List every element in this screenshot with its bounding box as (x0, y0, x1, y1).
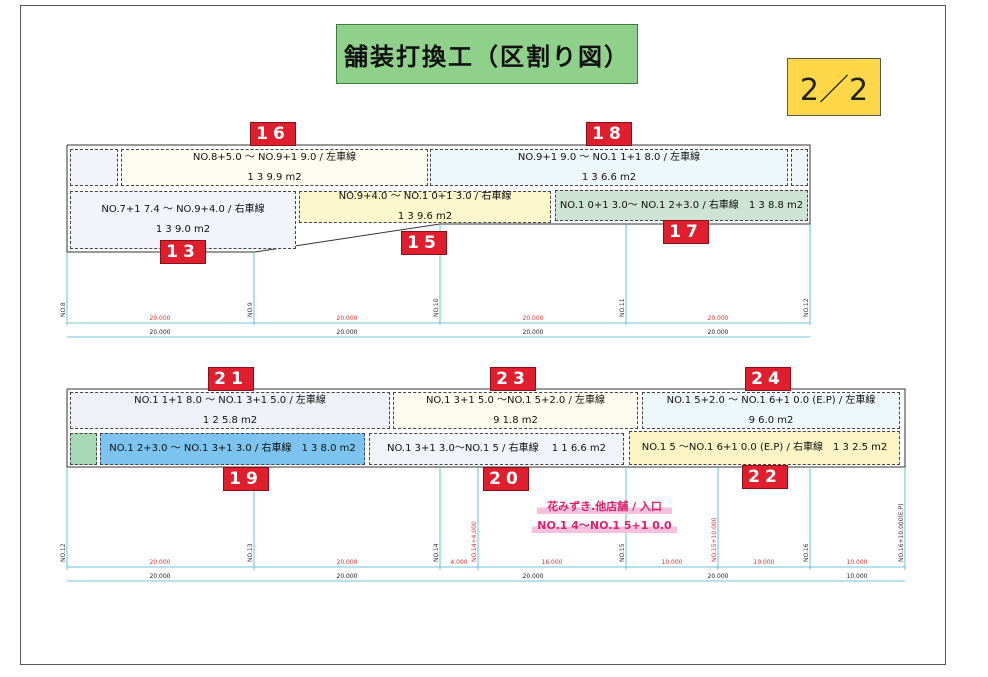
area-20-line1: NO.1 3+1 3.0～NO.1 5 / 右車線 1 1 6.6 m2 (386, 443, 607, 454)
area-23[interactable]: NO.1 3+1 5.0 ～NO.1 5+2.0 / 左車線 9 1.8 m2 (393, 392, 638, 429)
dim-label: 20.000 (149, 315, 171, 322)
badge-15: 15 (401, 231, 447, 255)
entrance-note-line2: NO.1 4～NO.1 5+1 0.0 (532, 517, 677, 533)
station-label: NO.9 (247, 302, 254, 317)
dim-label: 20.000 (707, 573, 729, 580)
station-label: NO.16 (803, 543, 810, 562)
dim-label: 20.000 (149, 573, 171, 580)
dim-label: 20.000 (149, 329, 171, 336)
dim-label: 20.000 (336, 315, 358, 322)
badge-13: 13 (160, 240, 206, 264)
area-20[interactable]: NO.1 3+1 3.0～NO.1 5 / 右車線 1 1 6.6 m2 (369, 433, 624, 465)
area-23-line1: NO.1 3+1 5.0 ～NO.1 5+2.0 / 左車線 (425, 394, 606, 406)
dim-label: 20.000 (707, 329, 729, 336)
station-label: NO.13 (247, 543, 254, 562)
station-label: NO.10 (433, 298, 440, 317)
area-21-line2: 1 2 5.8 m2 (202, 414, 258, 426)
page-number: 2／2 (787, 58, 881, 116)
dim-label: 20.000 (707, 315, 729, 322)
area-13-line2: 1 3 9.0 m2 (155, 224, 211, 235)
dim-label: 20.000 (336, 573, 358, 580)
badge-24: 24 (745, 367, 791, 391)
station-label: NO.12 (803, 298, 810, 317)
area-15-line1: NO.9+4.0 ～ NO.1 0+1 3.0 / 右車線 (338, 191, 512, 202)
area-17-line1: NO.1 0+1 3.0～ NO.1 2+3.0 / 右車線 1 3 8.8 m… (559, 199, 804, 211)
dim-label: 10.000 (846, 559, 868, 566)
station-label: NO.8 (60, 302, 67, 317)
dim-label: 20.000 (336, 329, 358, 336)
badge-19: 19 (223, 467, 269, 491)
badge-21: 21 (208, 367, 254, 391)
badge-16: 16 (250, 122, 296, 146)
area-16-line1: NO.8+5.0 ～ NO.9+1 9.0 / 左車線 (192, 151, 357, 163)
area-23-line2: 9 1.8 m2 (493, 414, 538, 426)
dim-label: 20.000 (522, 573, 544, 580)
page-title: 舗装打換工（区割り図） (336, 24, 638, 84)
area-19-line1: NO.1 2+3.0 ～ NO.1 3+1 3.0 / 右車線 1 3 8.0 … (109, 443, 356, 454)
area-21[interactable]: NO.1 1+1 8.0 ～ NO.1 3+1 5.0 / 左車線 1 2 5.… (70, 392, 390, 429)
area-16-line2: 1 3 9.9 m2 (247, 171, 302, 183)
area-16[interactable]: NO.8+5.0 ～ NO.9+1 9.0 / 左車線 1 3 9.9 m2 (121, 149, 428, 186)
badge-22: 22 (742, 465, 788, 489)
station-label: NO.15+10.000 (711, 517, 718, 562)
station-label: NO.14+4.000 (471, 521, 478, 562)
badge-18: 18 (586, 122, 632, 146)
badge-17: 17 (663, 220, 709, 244)
area-15-line2: 1 3 9.6 m2 (397, 211, 453, 222)
entrance-note-line1: 花みずき.他店舗 / 入口 (537, 498, 672, 514)
area-18[interactable]: NO.9+1 9.0 ～ NO.1 1+1 8.0 / 左車線 1 3 6.6 … (430, 149, 788, 186)
area-18-line1: NO.9+1 9.0 ～ NO.1 1+1 8.0 / 左車線 (517, 151, 701, 163)
dim-label: 10.000 (661, 559, 683, 566)
dim-label: 20.000 (522, 329, 544, 336)
station-label: NO.11 (619, 298, 626, 317)
area-17[interactable]: NO.1 0+1 3.0～ NO.1 2+3.0 / 右車線 1 3 8.8 m… (555, 190, 808, 221)
area-24[interactable]: NO.1 5+2.0 ～ NO.1 6+1 0.0 (E.P) / 左車線 9 … (642, 392, 900, 429)
badge-23: 23 (490, 367, 536, 391)
station-label: NO.15 (619, 543, 626, 562)
area-21-line1: NO.1 1+1 8.0 ～ NO.1 3+1 5.0 / 左車線 (134, 394, 326, 406)
area-22-line1: NO.1 5 ～NO.1 6+1 0.0 (E.P) / 右車線 1 3 2.5… (641, 442, 888, 453)
dim-label: 20.000 (336, 559, 358, 566)
area-24-line2: 9 6.0 m2 (748, 414, 794, 426)
area-15[interactable]: NO.9+4.0 ～ NO.1 0+1 3.0 / 右車線 1 3 9.6 m2 (299, 191, 551, 223)
station-label: NO.14 (433, 543, 440, 562)
dim-label: 20.000 (149, 559, 171, 566)
badge-20: 20 (483, 467, 529, 491)
dim-label: 20.000 (522, 315, 544, 322)
dim-label: 10.000 (846, 573, 868, 580)
dim-label: 4.000 (450, 559, 468, 566)
area-18-line2: 1 3 6.6 m2 (581, 171, 637, 183)
dim-label: 10.000 (753, 559, 775, 566)
area-13-line1: NO.7+1 7.4 ～ NO.9+4.0 / 右車線 (101, 204, 265, 215)
area-18-edge (791, 149, 808, 186)
area-19[interactable]: NO.1 2+3.0 ～ NO.1 3+1 3.0 / 右車線 1 3 8.0 … (100, 433, 365, 465)
station-label: NO.16+10.000(E.P) (898, 503, 905, 562)
station-label: NO.12 (60, 543, 67, 562)
dim-label: 16.000 (541, 559, 563, 566)
area-22[interactable]: NO.1 5 ～NO.1 6+1 0.0 (E.P) / 右車線 1 3 2.5… (629, 431, 900, 465)
area-19-edge (70, 433, 97, 465)
area-16-edge (70, 149, 118, 186)
area-24-line1: NO.1 5+2.0 ～ NO.1 6+1 0.0 (E.P) / 左車線 (666, 394, 876, 406)
drawing-sheet (20, 5, 946, 665)
